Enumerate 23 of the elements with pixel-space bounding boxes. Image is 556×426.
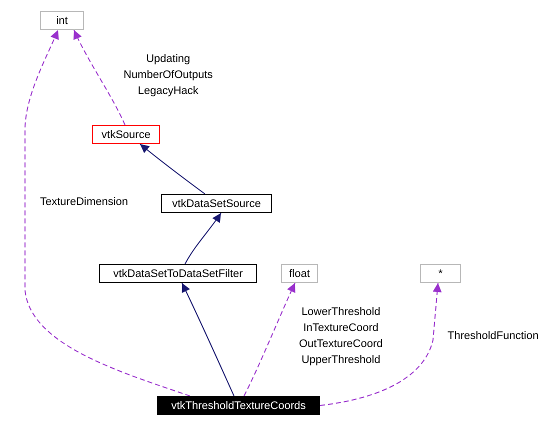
arrow: [182, 282, 234, 396]
dashed-arrow: [74, 30, 126, 126]
arrow: [184, 212, 222, 264]
dashed-arrow: [24, 30, 190, 396]
class-name: vtkSource: [102, 128, 150, 140]
dashed-arrow: [244, 282, 296, 396]
class-box: [161, 194, 272, 213]
class-name: vtkDataSetSource: [172, 198, 261, 210]
edge-label: Updating NumberOfOutputs LegacyHack: [124, 51, 213, 99]
class-box: [40, 11, 84, 30]
class-name: vtkThresholdTextureCoords: [171, 400, 306, 412]
dashed-arrow: [320, 282, 442, 406]
class-name: vtkDataSetToDataSetFilter: [113, 268, 243, 280]
class-name: *: [438, 268, 443, 280]
edge-label: LowerThreshold InTextureCoord OutTextureCoord UpperThreshold: [299, 304, 383, 368]
class-box: [157, 396, 320, 415]
class-box: [420, 264, 461, 283]
class-box: [281, 264, 318, 283]
class-box: [92, 125, 160, 144]
class-name: float: [289, 268, 310, 280]
class-name: int: [56, 14, 68, 26]
arrow: [140, 144, 206, 194]
class-box: [99, 264, 257, 283]
